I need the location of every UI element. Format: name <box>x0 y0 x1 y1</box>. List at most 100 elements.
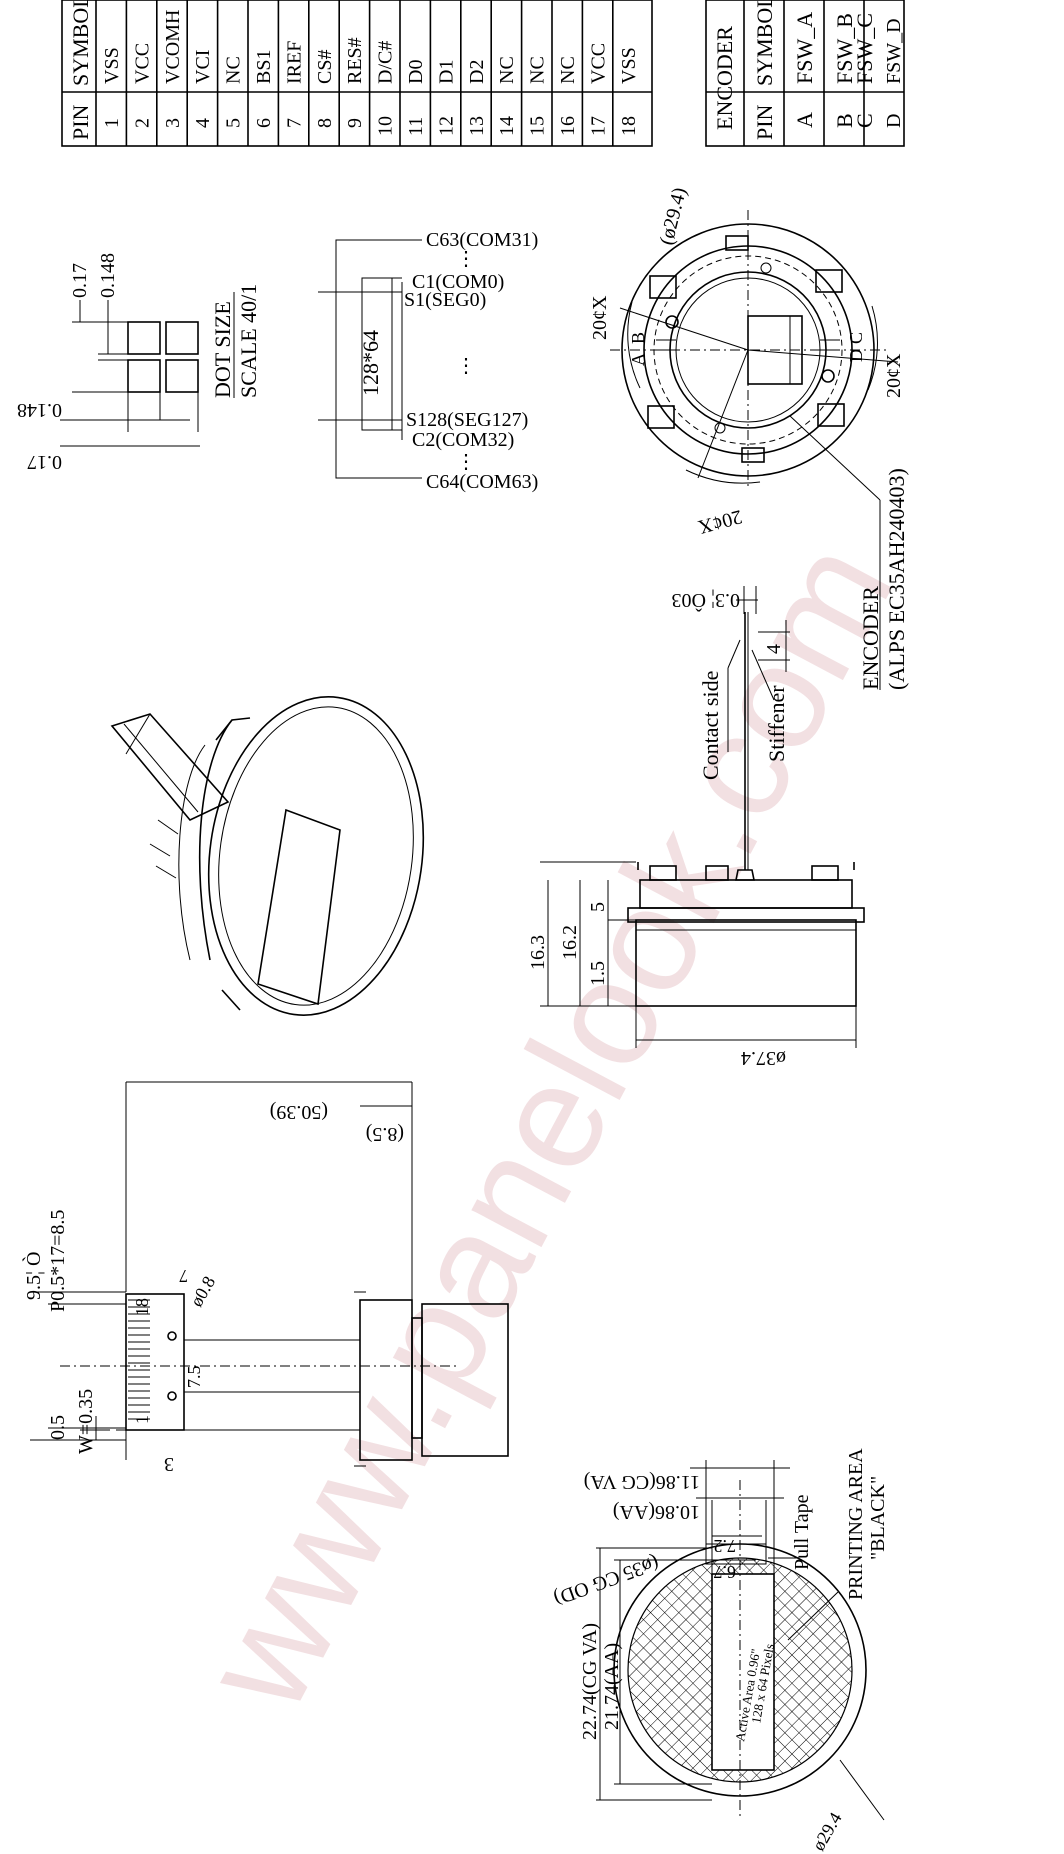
pin-number: 14 <box>496 116 518 136</box>
fpc-eighteen: 18 <box>132 1298 152 1316</box>
encoder-pin-d-mark: D <box>846 349 866 362</box>
pin-table-header-pin: PIN <box>68 104 93 140</box>
dot-size-detail: 0.17 0.148 0.148 0.17 DOT SIZE SCALE 40/… <box>17 253 261 473</box>
front-cg-va: 22.74(CG VA) <box>579 1623 601 1740</box>
com-label-c2: C2(COM32) <box>412 429 514 451</box>
fpc-seven5: 7.5 <box>184 1366 204 1389</box>
dot-dim-017-top: 0.17 <box>69 263 91 298</box>
dot-dim-0148-left: 0.148 <box>17 399 62 421</box>
pin-symbol: VCC <box>131 43 153 84</box>
pin-symbol: CS# <box>314 50 336 84</box>
pin-symbol: VCI <box>192 50 214 84</box>
pin-symbol: VSS <box>618 47 640 84</box>
pin-number: 7 <box>283 118 305 128</box>
side-dim-4: 4 <box>763 644 785 654</box>
pin-number: 2 <box>131 118 153 128</box>
encoder-angle-2: 20¢X <box>883 353 905 398</box>
pin-number: 12 <box>435 116 457 136</box>
front-od: (ø35 CG OD) <box>551 1551 662 1609</box>
pin-number: 5 <box>223 118 245 128</box>
side-thickness: 0.3¦ Ô03 <box>672 589 740 613</box>
matrix-label: 128*64 <box>358 330 383 396</box>
encoder-label: ENCODER <box>858 586 883 690</box>
pin-symbol: RES# <box>344 37 366 84</box>
pin-number: 1 <box>101 118 123 128</box>
dot-size-scale: SCALE 40/1 <box>236 284 261 398</box>
front-cg-va2: 11.86(CG VA) <box>584 1471 700 1493</box>
fpc-top: 9.5¦ Ò <box>21 1252 45 1300</box>
side-dim-163: 16.3 <box>527 935 549 970</box>
pin-number: 4 <box>192 118 214 128</box>
contact-side-label: Contact side <box>698 671 723 780</box>
pin-table-header-symbol: SYMBOL <box>68 0 93 86</box>
com-label-c1: C1(COM0) <box>412 271 504 293</box>
pin-symbol: IREF <box>283 41 305 84</box>
dot-size-label: DOT SIZE <box>210 301 235 398</box>
pin-symbol: VCOMH <box>162 10 184 84</box>
pin-number: 9 <box>344 118 366 128</box>
module-3d-view <box>110 696 425 1016</box>
fpc-three: 3 <box>164 1453 174 1475</box>
encoder-pin-a-mark: A <box>628 353 648 366</box>
encoder-table-header-pin: PIN <box>752 104 777 140</box>
pin-number: 13 <box>466 116 488 136</box>
dot-dim-0148-top: 0.148 <box>97 253 119 298</box>
front-dia: ø29.4 <box>808 1809 846 1854</box>
front-d72: 7.2 <box>714 1536 737 1556</box>
encoder-table-title: ENCODER <box>712 26 737 130</box>
front-d67: 6.7 <box>714 1562 737 1582</box>
encoder-pin-a: A <box>792 112 817 128</box>
side-dia: ø37.4 <box>741 1047 786 1069</box>
pin-number: 8 <box>314 118 336 128</box>
pin-symbol: D/C# <box>375 41 397 84</box>
pin-number: 6 <box>253 118 275 128</box>
front-aa2: 10.86(AA) <box>613 1501 700 1523</box>
encoder-pin-c-mark: C <box>846 332 866 344</box>
fpc-length: (50.39) <box>270 1101 328 1123</box>
fpc-seven: 7 <box>179 1266 188 1286</box>
encoder-table: ENCODER PIN SYMBOL A B C FSW_A FSW_B FSW… <box>705 0 905 147</box>
side-dim-162: 16.2 <box>559 925 581 960</box>
com-label-c64: C64(COM63) <box>426 471 538 493</box>
pin-number: 15 <box>527 116 549 136</box>
encoder-symbol-c: FSW_C <box>852 13 877 84</box>
printing-area-label: PRINTING AREA <box>845 1448 867 1600</box>
side-dim-15: 1.5 <box>587 961 609 986</box>
pull-tape-label: Pull Tape <box>791 1494 813 1570</box>
pin-number: 17 <box>587 116 609 136</box>
pin-symbol: D0 <box>405 60 427 84</box>
fpc-view: W=0.35 0.5 P0.5*17=8.5 9.5¦ Ò 3 1 18 7 7… <box>21 1081 509 1475</box>
pin-symbol: BS1 <box>253 50 275 84</box>
pin-symbol: D1 <box>435 60 457 84</box>
fpc-w: W=0.35 <box>75 1389 97 1454</box>
printing-black-label: "BLACK" <box>867 1476 889 1560</box>
encoder-table-header-symbol: SYMBOL <box>752 0 777 86</box>
pin-symbol: NC <box>223 56 245 84</box>
encoder-top-view: (ø29.4) 20¢X 20¢X 20¢X A B D C ENCODER (… <box>589 185 909 690</box>
encoder-dia: (ø29.4) <box>656 185 691 247</box>
front-aa: 21.74(AA) <box>601 1643 623 1730</box>
pin-symbol: D2 <box>466 60 488 84</box>
pin-symbol: VSS <box>101 47 123 84</box>
fpc-hole: ø0.8 <box>186 1273 219 1310</box>
encoder-pin-d: D <box>883 114 905 128</box>
com-dots-3: ⋮ <box>456 451 476 473</box>
com-dots-1: ⋮ <box>456 248 476 270</box>
encoder-model: (ALPS EC35AH240403) <box>884 468 909 690</box>
side-dim-5: 5 <box>587 902 609 912</box>
encoder-angle-3: 20¢X <box>695 505 744 538</box>
com-seg-diagram: C63(COM31) ⋮ C1(COM0) S1(SEG0) 128*64 ⋮ … <box>318 229 538 493</box>
pin-symbol: NC <box>496 56 518 84</box>
encoder-angle-1: 20¢X <box>589 295 611 340</box>
encoder-pin-b: B <box>832 113 857 128</box>
seg-label-s1: S1(SEG0) <box>404 289 486 311</box>
encoder-symbol-a: FSW_A <box>792 12 817 84</box>
seg-label-s128: S128(SEG127) <box>406 409 528 431</box>
pin-table: PIN SYMBOL 1VSS2VCC3VCOMH4VCI5NC6BS17IRE… <box>61 0 653 147</box>
encoder-pin-c: C <box>852 113 877 128</box>
module-side-view: 16.3 16.2 5 1.5 ø37.4 0.3¦ Ô03 4 Contact… <box>527 586 865 1069</box>
com-dots-2: ⋮ <box>456 355 476 377</box>
fpc-pitch: P0.5*17=8.5 <box>47 1210 69 1312</box>
fpc-length2: (8.5) <box>366 1123 404 1145</box>
pin-number: 10 <box>375 116 397 136</box>
